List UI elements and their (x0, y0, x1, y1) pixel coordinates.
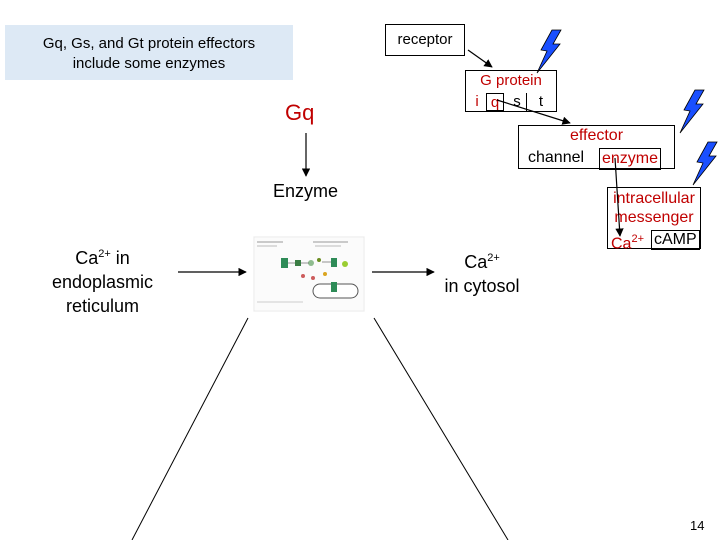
title-box: Gq, Gs, and Gt protein effectors include… (5, 25, 293, 80)
gq-label: Gq (285, 100, 315, 125)
lightning-bolt-icon (679, 89, 705, 134)
effector-option-enzyme: enzyme (599, 148, 662, 170)
messenger-option-camp: cAMP (651, 230, 700, 250)
effector-box: effector channel enzyme (518, 125, 675, 170)
g-protein-box: G protein i q s t (465, 70, 557, 112)
zoom-line-left (131, 317, 249, 540)
er-calcium-label: Ca2+ in endoplasmic reticulum (51, 248, 154, 316)
arrow-gprotein-to-effector (496, 99, 571, 125)
lightning-bolt-icon (692, 141, 718, 186)
cytosol-calcium-label: Ca2+ in cytosol (444, 252, 520, 296)
arrow-effector-to-messenger (614, 157, 624, 237)
title-line-2: include some enzymes (72, 55, 226, 72)
effector-title: effector (569, 127, 624, 144)
receptor-box: receptor (385, 24, 465, 56)
title-line-1: Gq, Gs, and Gt protein effectors (42, 35, 256, 52)
g-protein-subunit-s: s (508, 93, 527, 111)
messenger-line-1: intracellular (613, 190, 695, 207)
messenger-box: intracellular messenger Ca2+ cAMP (607, 187, 701, 252)
messenger-option-ca: Ca2+ (611, 233, 644, 253)
messenger-line-2: messenger (614, 209, 694, 226)
g-protein-subunit-t: t (538, 93, 544, 110)
g-protein-title: G protein (480, 72, 542, 89)
g-protein-subunit-i: i (475, 93, 479, 110)
zoom-line-right (373, 317, 509, 540)
pathway-thumbnail (253, 236, 365, 312)
lightning-bolt-icon (536, 29, 562, 74)
arrow-receptor-to-gprotein (467, 49, 493, 68)
receptor-label: receptor (397, 31, 453, 48)
page-number: 14 (690, 518, 705, 533)
enzyme-label: Enzyme (273, 181, 339, 201)
effector-option-channel: channel (528, 149, 585, 166)
